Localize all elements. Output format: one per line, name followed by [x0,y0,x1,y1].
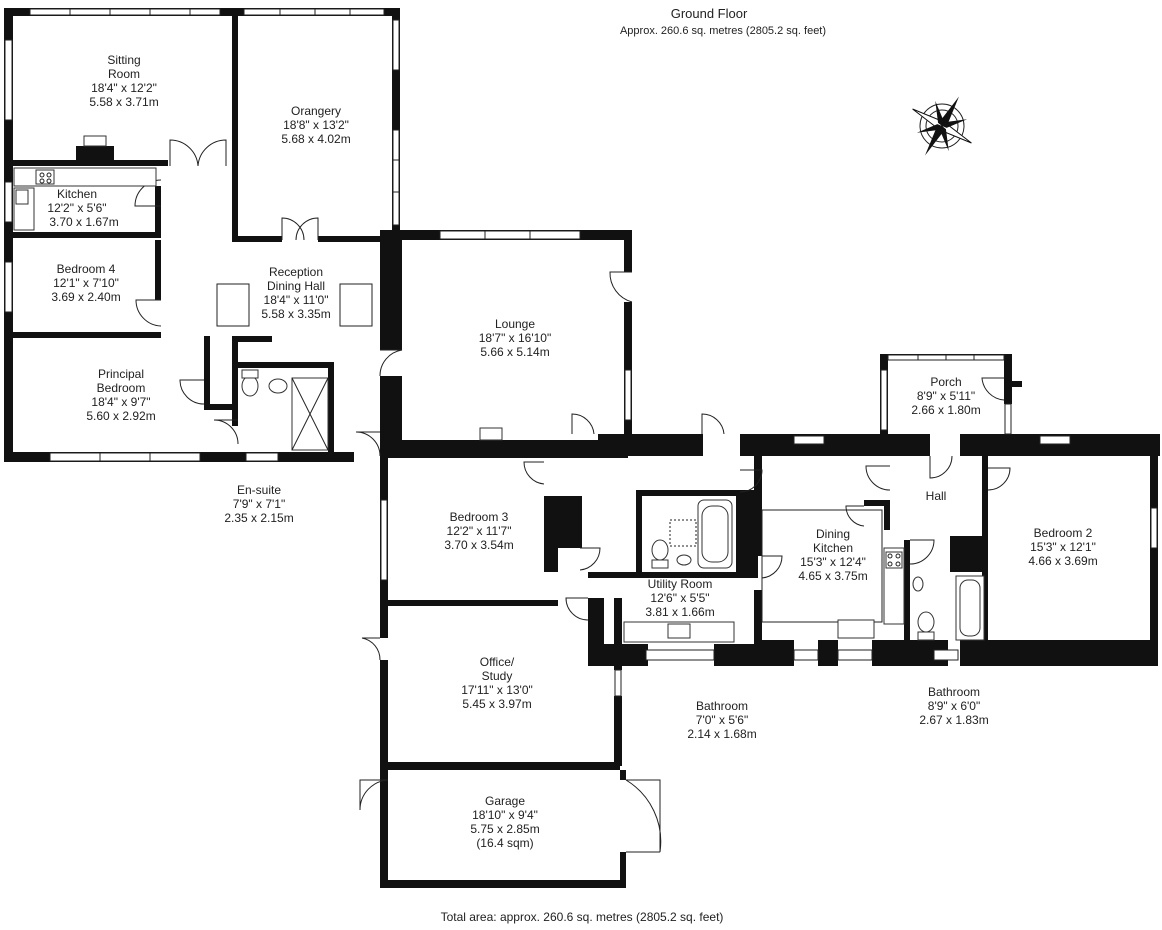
svg-text:Dining Hall: Dining Hall [267,279,325,293]
svg-text:Bathroom: Bathroom [696,699,748,713]
svg-text:2.66 x 1.80m: 2.66 x 1.80m [911,403,980,417]
floor-title: Ground Floor [671,6,748,21]
svg-text:5.60 x 2.92m: 5.60 x 2.92m [86,409,155,423]
svg-text:7'9" x 7'1": 7'9" x 7'1" [233,497,285,511]
svg-text:5.66 x 5.14m: 5.66 x 5.14m [480,345,549,359]
total-area: Total area: approx. 260.6 sq. metres (28… [441,910,724,924]
svg-text:12'2" x 11'7": 12'2" x 11'7" [447,524,512,538]
svg-text:Lounge: Lounge [495,317,535,331]
svg-text:5.45 x 3.97m: 5.45 x 3.97m [462,697,531,711]
svg-text:15'3" x 12'1": 15'3" x 12'1" [1030,540,1096,554]
fixtures [13,167,985,643]
room-label-orangery: Orangery 18'8" x 13'2" 5.68 x 4.02m [281,104,350,146]
room-label-bedroom-3: Bedroom 3 12'2" x 11'7" 3.70 x 3.54m [444,510,513,552]
room-label-en-suite: En-suite 7'9" x 7'1" 2.35 x 2.15m [224,483,293,525]
svg-text:18'4" x 9'7": 18'4" x 9'7" [91,395,150,409]
doors [134,139,1011,853]
svg-text:Sitting: Sitting [107,53,140,67]
svg-text:18'4" x 12'2": 18'4" x 12'2" [91,81,157,95]
room-label-utility-room: Utility Room 12'6" x 5'5" 3.81 x 1.66m [645,577,714,619]
svg-text:Kitchen: Kitchen [813,541,853,555]
entrance-arrow-icon [1004,377,1022,391]
svg-text:18'4" x 11'0": 18'4" x 11'0" [264,293,329,307]
svg-text:Hall: Hall [926,489,947,503]
room-label-kitchen: Kitchen 12'2" x 5'6" 3.70 x 1.67m [47,187,118,229]
svg-text:3.70 x 1.67m: 3.70 x 1.67m [49,215,118,229]
svg-text:Orangery: Orangery [291,104,341,118]
room-label-garage: Garage 18'10" x 9'4" 5.75 x 2.85m (16.4 … [470,794,539,850]
svg-text:12'2" x 5'6": 12'2" x 5'6" [47,201,106,215]
svg-text:12'1" x 7'10": 12'1" x 7'10" [53,276,119,290]
svg-text:5.68 x 4.02m: 5.68 x 4.02m [281,132,350,146]
svg-text:Office/: Office/ [480,655,515,669]
room-label-bathroom-1: Bathroom 7'0" x 5'6" 2.14 x 1.68m [687,699,756,741]
svg-text:Dining: Dining [816,527,850,541]
floor-area: Approx. 260.6 sq. metres (2805.2 sq. fee… [620,25,826,37]
svg-text:Utility Room: Utility Room [648,577,713,591]
room-label-principal-bedroom: Principal Bedroom 18'4" x 9'7" 5.60 x 2.… [86,367,155,423]
svg-text:(16.4 sqm): (16.4 sqm) [476,836,533,850]
labels: Ground Floor Approx. 260.6 sq. metres (2… [47,6,1097,924]
room-label-porch: Porch 8'9" x 5'11" 2.66 x 1.80m [911,375,980,417]
walls [4,8,1160,888]
svg-text:Principal: Principal [98,367,144,381]
svg-text:7'0" x 5'6": 7'0" x 5'6" [696,713,748,727]
svg-text:2.14 x 1.68m: 2.14 x 1.68m [687,727,756,741]
compass-rose-icon [912,96,972,156]
svg-text:4.65 x 3.75m: 4.65 x 3.75m [798,569,867,583]
svg-text:2.35 x 2.15m: 2.35 x 2.15m [224,511,293,525]
svg-text:Bedroom 3: Bedroom 3 [450,510,509,524]
svg-text:Bedroom: Bedroom [97,381,146,395]
svg-text:5.75 x 2.85m: 5.75 x 2.85m [470,822,539,836]
room-label-dining-kitchen: Dining Kitchen 15'3" x 12'4" 4.65 x 3.75… [798,527,867,583]
svg-text:17'11" x 13'0": 17'11" x 13'0" [461,683,533,697]
windows [4,8,1158,697]
svg-text:8'9" x 5'11": 8'9" x 5'11" [917,389,975,403]
room-label-lounge: Lounge 18'7" x 16'10" 5.66 x 5.14m [479,317,552,359]
svg-text:8'9" x 6'0": 8'9" x 6'0" [928,699,980,713]
room-label-bedroom-4: Bedroom 4 12'1" x 7'10" 3.69 x 2.40m [51,262,120,304]
svg-text:3.69 x 2.40m: 3.69 x 2.40m [51,290,120,304]
room-label-hall: Hall [926,489,947,503]
svg-text:18'10" x 9'4": 18'10" x 9'4" [472,808,538,822]
svg-text:2.67 x 1.83m: 2.67 x 1.83m [919,713,988,727]
svg-text:Garage: Garage [485,794,525,808]
room-label-reception-dining-hall: Reception Dining Hall 18'4" x 11'0" 5.58… [261,265,330,321]
svg-text:5.58 x 3.71m: 5.58 x 3.71m [89,95,158,109]
svg-text:12'6" x 5'5": 12'6" x 5'5" [650,591,709,605]
room-label-office-study: Office/ Study 17'11" x 13'0" 5.45 x 3.97… [461,655,533,711]
svg-text:En-suite: En-suite [237,483,281,497]
svg-text:18'7" x 16'10": 18'7" x 16'10" [479,331,552,345]
svg-text:Study: Study [482,669,513,683]
svg-text:3.70 x 3.54m: 3.70 x 3.54m [444,538,513,552]
svg-text:15'3" x 12'4": 15'3" x 12'4" [800,555,866,569]
svg-text:3.81 x 1.66m: 3.81 x 1.66m [645,605,714,619]
svg-text:18'8" x 13'2": 18'8" x 13'2" [283,118,349,132]
room-label-bedroom-2: Bedroom 2 15'3" x 12'1" 4.66 x 3.69m [1028,526,1097,568]
svg-text:Bedroom 2: Bedroom 2 [1034,526,1093,540]
svg-text:Bedroom 4: Bedroom 4 [57,262,116,276]
svg-text:Kitchen: Kitchen [57,187,97,201]
room-label-sitting-room: Sitting Room 18'4" x 12'2" 5.58 x 3.71m [89,53,158,109]
svg-text:Reception: Reception [269,265,323,279]
svg-text:Room: Room [108,67,140,81]
svg-text:Bathroom: Bathroom [928,685,980,699]
svg-text:Porch: Porch [930,375,961,389]
svg-text:5.58 x 3.35m: 5.58 x 3.35m [261,307,330,321]
room-label-bathroom-2: Bathroom 8'9" x 6'0" 2.67 x 1.83m [919,685,988,727]
svg-text:4.66 x 3.69m: 4.66 x 3.69m [1028,554,1097,568]
